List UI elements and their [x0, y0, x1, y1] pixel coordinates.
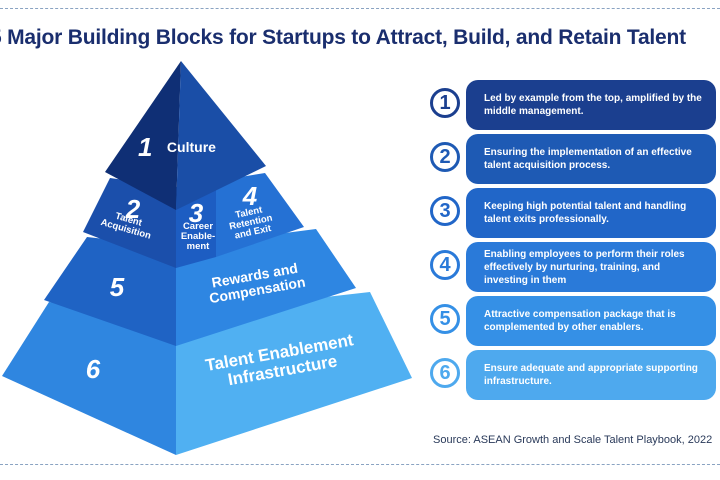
source-citation: Source: ASEAN Growth and Scale Talent Pl… — [433, 434, 713, 446]
step-number-badge: 5 — [430, 304, 460, 334]
step-number-badge: 1 — [430, 88, 460, 118]
step-number-badge: 2 — [430, 142, 460, 172]
step-number-badge: 4 — [430, 250, 460, 280]
tier-5-right-face — [176, 229, 356, 346]
tier-1-left-face — [105, 61, 181, 210]
page-title: 5 Major Building Blocks for Startups to … — [0, 26, 686, 49]
list-item: 6 Ensure adequate and appropriate suppor… — [430, 350, 716, 400]
block-5-num: 5 — [109, 272, 125, 302]
tier-4-face — [216, 173, 304, 257]
block-3-label: Career Enable- ment — [180, 221, 216, 252]
block-3-num: 3 — [188, 198, 204, 228]
step-description: Led by example from the top, amplified b… — [466, 80, 716, 130]
tier-6-left-face — [2, 302, 176, 455]
block-6-num: 6 — [85, 354, 101, 384]
step-description: Ensure adequate and appropriate supporti… — [466, 350, 716, 400]
list-item: 2 Ensuring the implementation of an effe… — [430, 134, 716, 184]
step-description: Attractive compensation package that is … — [466, 296, 716, 346]
block-1-label: 1 Culture — [138, 132, 216, 162]
step-number-badge: 6 — [430, 358, 460, 388]
step-description: Ensuring the implementation of an effect… — [466, 134, 716, 184]
top-divider — [0, 8, 720, 9]
step-number-badge: 3 — [430, 196, 460, 226]
bottom-divider — [0, 464, 720, 465]
tier-6-right-face — [176, 292, 412, 455]
step-description: Keeping high potential talent and handli… — [466, 188, 716, 238]
block-4-num: 4 — [242, 181, 258, 211]
tier-1-right-face — [176, 61, 266, 210]
list-item: 1 Led by example from the top, amplified… — [430, 80, 716, 130]
list-item: 5 Attractive compensation package that i… — [430, 296, 716, 346]
tier-2-face — [83, 178, 176, 268]
list-item: 4 Enabling employees to perform their ro… — [430, 242, 716, 292]
step-description: Enabling employees to perform their role… — [466, 242, 716, 292]
list-item: 3 Keeping high potential talent and hand… — [430, 188, 716, 238]
block-2-num: 2 — [125, 194, 141, 224]
tier-5-left-face — [44, 237, 176, 346]
